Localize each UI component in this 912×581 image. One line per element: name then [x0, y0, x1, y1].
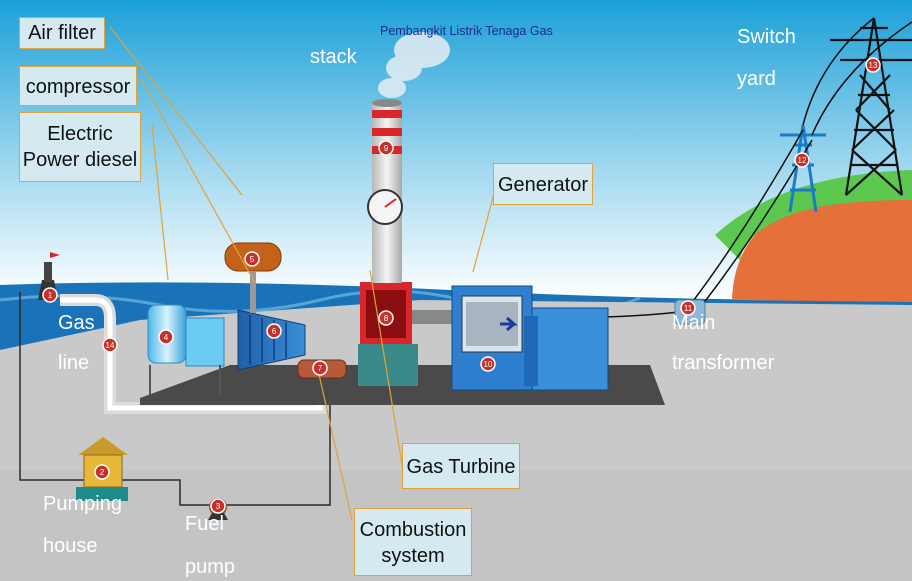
label-main: Main	[672, 312, 716, 334]
marker-circle-7	[312, 360, 328, 376]
marker-label-6: 6	[272, 327, 277, 336]
marker-label-7: 7	[318, 364, 323, 373]
marker-label-5: 5	[250, 255, 255, 264]
label-yard: yard	[737, 68, 776, 90]
callout-compressor-text: compressor	[25, 76, 131, 98]
callout-combustion-line2: system	[381, 545, 445, 567]
marker-label-4: 4	[164, 333, 169, 342]
callout-electric-power-diesel: Electric Power diesel	[19, 112, 141, 182]
callout-air-filter: Air filter	[19, 17, 105, 49]
callout-gas-turbine: Gas Turbine	[402, 443, 520, 489]
label-switch: Switch	[737, 26, 796, 48]
label-house: house	[43, 535, 98, 557]
marker-circle-1	[42, 287, 58, 303]
gas-turbine	[358, 282, 418, 386]
label-pump: pump	[185, 556, 236, 578]
marker-label-11: 11	[684, 304, 693, 313]
diagram-title: Pembangkit Listrik Tenaga Gas	[380, 24, 553, 38]
marker-label-8: 8	[384, 314, 389, 323]
marker-label-3: 3	[216, 502, 221, 511]
marker-circle-9	[378, 140, 394, 156]
callout-epd-line1: Electric	[47, 123, 113, 145]
transmission-tower-large	[830, 17, 912, 196]
marker-label-9: 9	[384, 144, 389, 153]
marker-circle-10	[480, 356, 496, 372]
marker-circle-8	[378, 310, 394, 326]
compressor	[237, 309, 306, 371]
label-stack: stack	[310, 46, 357, 68]
gas-line-pipe	[19, 292, 331, 506]
callout-combustion-line1: Combustion	[359, 519, 467, 541]
marker-label-2: 2	[100, 468, 105, 477]
callout-leader-lines	[109, 26, 496, 521]
marker-circle-5	[244, 251, 260, 267]
exhaust-stack	[367, 99, 403, 283]
marker-label-10: 10	[484, 360, 493, 369]
marker-circle-6	[266, 323, 282, 339]
marker-label-1: 1	[48, 291, 53, 300]
label-gas: Gas	[58, 312, 95, 334]
marker-label-12: 12	[798, 156, 807, 165]
smoke	[378, 32, 450, 98]
label-transformer: transformer	[672, 352, 775, 374]
marker-circle-14	[102, 337, 118, 353]
label-pumping: Pumping	[43, 493, 122, 515]
callout-air-filter-text: Air filter	[28, 22, 96, 44]
marker-circle-12	[794, 152, 810, 168]
label-line: line	[58, 352, 90, 374]
callout-generator-text: Generator	[497, 174, 589, 196]
marker-circle-3	[210, 498, 226, 514]
callout-epd-line2: Power diesel	[22, 149, 138, 171]
callout-generator: Generator	[493, 163, 593, 205]
callout-gas-turbine-text: Gas Turbine	[406, 456, 516, 478]
marker-circle-11	[680, 300, 696, 316]
marker-circle-13	[865, 57, 881, 73]
turbine-shaft	[412, 310, 457, 324]
callout-combustion-system: Combustion system	[354, 508, 472, 576]
generator	[451, 285, 609, 391]
marker-circle-4	[158, 329, 174, 345]
label-fuel: Fuel	[185, 513, 224, 535]
marker-label-14: 14	[106, 341, 115, 350]
marker-label-13: 13	[869, 61, 878, 70]
switch-yard-island	[715, 170, 912, 302]
marker-circle-2	[94, 464, 110, 480]
callout-compressor: compressor	[19, 66, 137, 106]
pumping-house	[76, 437, 128, 501]
